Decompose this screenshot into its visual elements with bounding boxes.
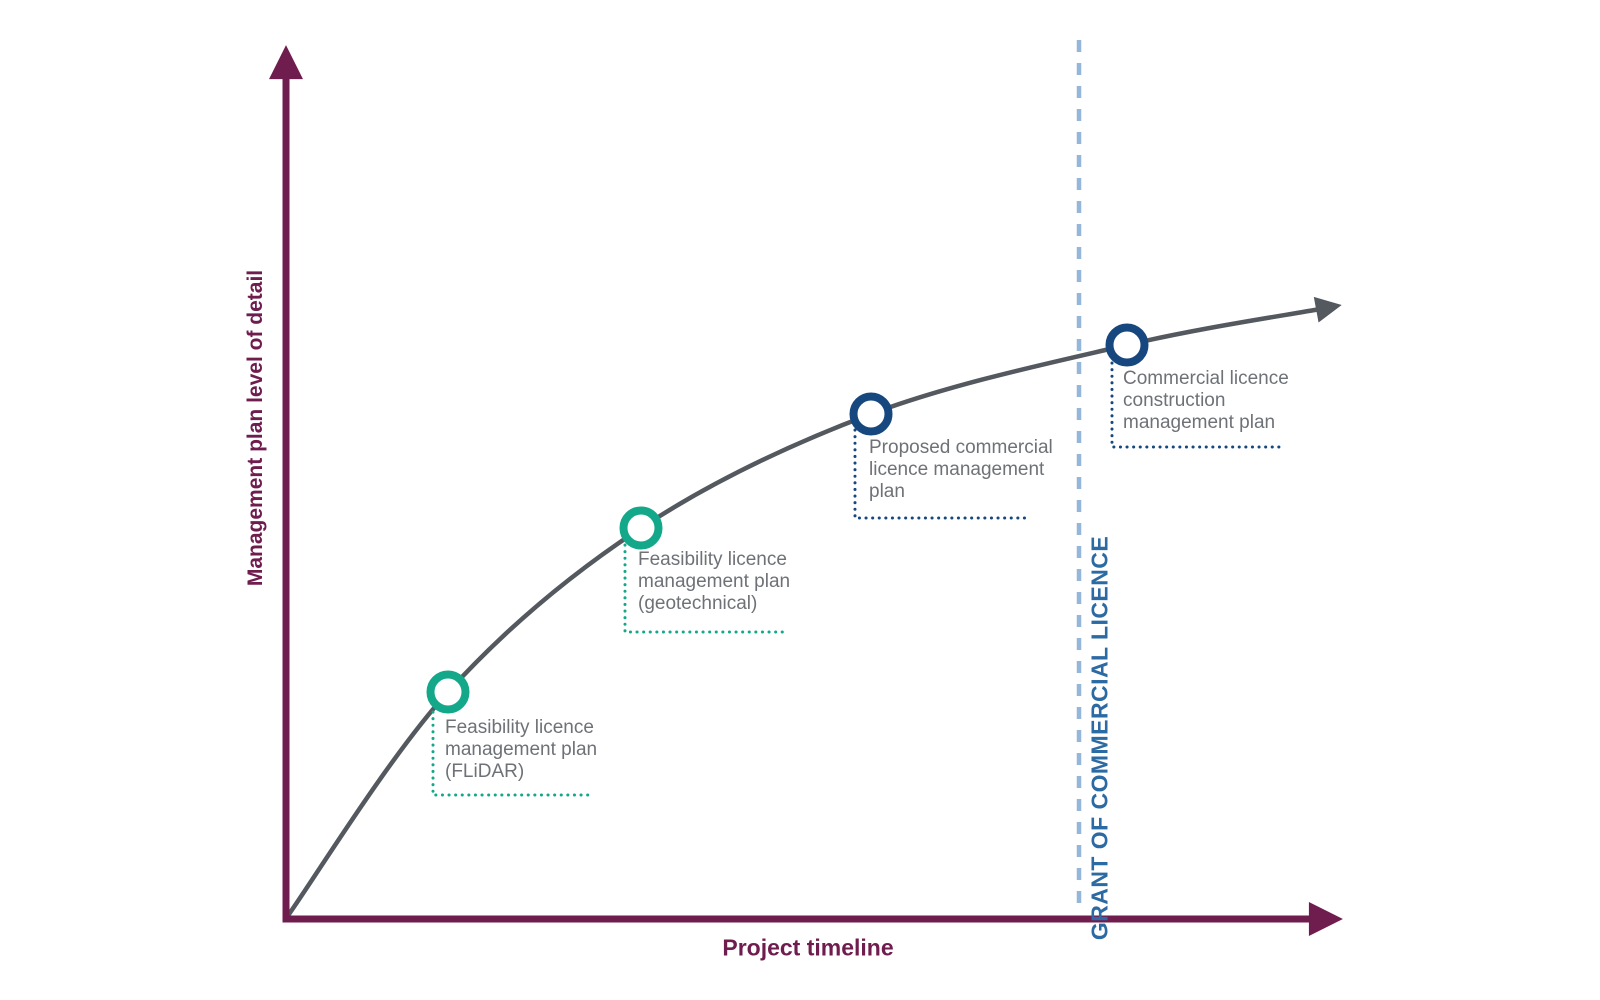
x-axis-label: Project timeline xyxy=(722,934,894,961)
milestone-3-marker xyxy=(849,392,893,436)
milestone-1-connector xyxy=(431,710,594,797)
milestone-2-connector xyxy=(623,543,788,634)
milestone-2-marker xyxy=(619,506,663,550)
milestone-3-label: Proposed commercial licence management p… xyxy=(869,437,1053,502)
milestone-1-marker xyxy=(426,670,470,714)
milestone-2-label: Feasibility licence management plan (geo… xyxy=(638,549,791,614)
milestone-3-connector xyxy=(853,428,1032,520)
y-axis-label: Management plan level of detail xyxy=(244,269,267,587)
milestone-4-connector xyxy=(1110,361,1285,449)
milestone-4-marker xyxy=(1105,323,1149,367)
milestone-4-label: Commercial licence construction manageme… xyxy=(1123,368,1289,433)
grant-line-label: GRANT OF COMMERCIAL LICENCE xyxy=(1086,535,1113,941)
milestone-1-label: Feasibility licence management plan (FLi… xyxy=(445,717,598,782)
